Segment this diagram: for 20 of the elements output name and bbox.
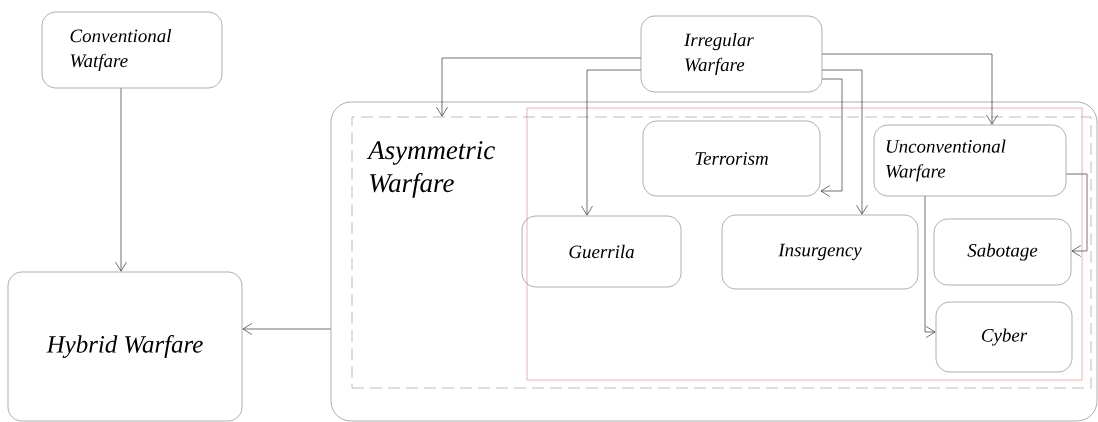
arrow <box>436 57 642 117</box>
process-box: Unconventional Warfare <box>873 124 1067 197</box>
arrow <box>1065 173 1088 257</box>
process-box: Insurgency <box>721 214 919 290</box>
process-box: Cyber <box>935 301 1073 373</box>
process-box: Terrorism <box>642 120 821 197</box>
arrow <box>821 69 868 215</box>
process-box: Conventional Watfare <box>41 11 223 89</box>
process-box: Sabotage <box>933 218 1072 286</box>
arrow <box>581 69 642 216</box>
process-box: Guerrila <box>521 215 682 288</box>
arrow <box>924 195 936 338</box>
process-box: Irregular Warfare <box>640 15 823 93</box>
arrow <box>820 78 843 197</box>
arrow <box>115 87 127 272</box>
arrow <box>242 323 332 335</box>
group-box <box>330 101 1098 422</box>
arrow <box>821 53 998 125</box>
process-box: Hybrid Warfare <box>7 271 243 422</box>
highlight-frame <box>526 107 1083 381</box>
